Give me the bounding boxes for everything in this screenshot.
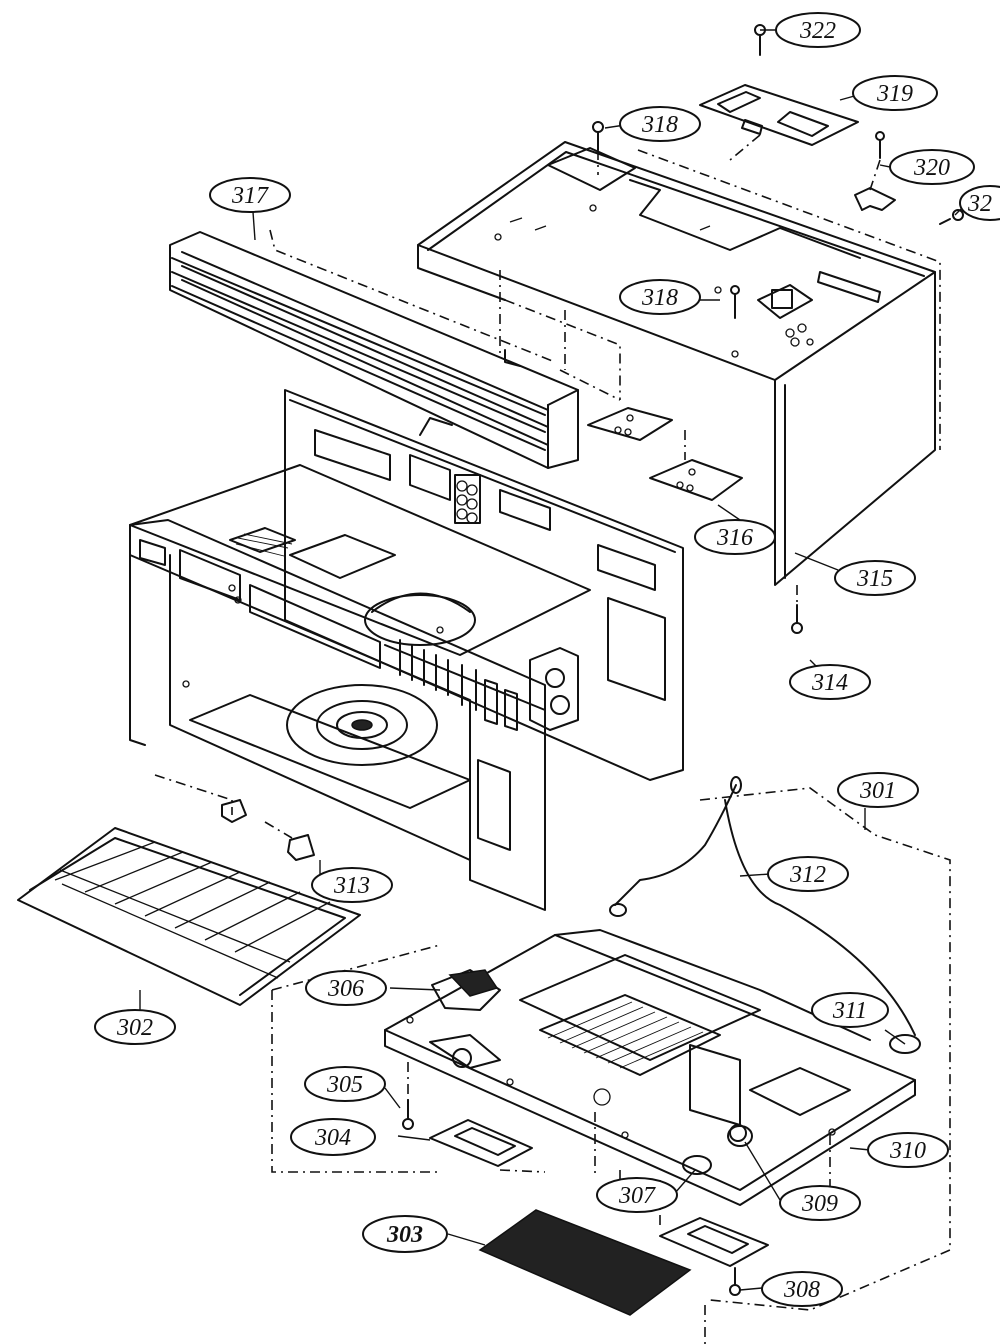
callout-322-text: 322 <box>799 18 836 44</box>
callout-303-text: 303 <box>386 1222 423 1248</box>
front-frame <box>129 519 546 911</box>
callout-308: 308 <box>761 1271 843 1307</box>
callout-309: 309 <box>779 1185 861 1221</box>
callout-310: 310 <box>867 1132 949 1168</box>
callout-315: 315 <box>834 560 916 596</box>
callout-312-text: 312 <box>789 862 826 888</box>
grease-filter-304 <box>429 1119 533 1167</box>
callout-304: 304 <box>290 1118 376 1156</box>
rear-panel <box>284 389 684 781</box>
charcoal-filter-303 <box>478 1209 692 1316</box>
callout-312: 312 <box>767 856 849 892</box>
callout-302: 302 <box>94 1009 176 1045</box>
callout-313-text: 313 <box>333 873 370 899</box>
callout-318b-text: 318 <box>641 285 678 311</box>
callout-306-text: 306 <box>327 976 364 1002</box>
callout-305-text: 305 <box>326 1072 363 1098</box>
screw-314 <box>791 604 803 634</box>
callout-317-text: 317 <box>231 183 269 209</box>
top-bracket-319 <box>699 84 859 146</box>
callout-306: 306 <box>305 970 387 1006</box>
mounting-plate-316b <box>649 459 743 501</box>
callout-318b: 318 <box>619 279 701 315</box>
cavity-floor <box>189 684 471 809</box>
callout-314: 314 <box>789 664 871 700</box>
callout-311: 311 <box>811 992 889 1028</box>
callout-316-text: 316 <box>716 525 753 551</box>
callout-301-text: 301 <box>859 778 896 804</box>
screws-318 <box>592 121 740 319</box>
callout-302-text: 302 <box>116 1015 153 1041</box>
dashed-assembly-lines <box>154 134 951 1344</box>
callout-316: 316 <box>694 519 776 555</box>
callout-311-text: 311 <box>832 998 867 1024</box>
callout-318a: 318 <box>619 106 701 142</box>
thermostat-307 <box>682 1155 712 1175</box>
callout-307: 307 <box>596 1177 678 1213</box>
callout-320-text: 320 <box>913 155 950 181</box>
callout-320: 320 <box>889 149 975 185</box>
sensor-311 <box>889 1034 921 1054</box>
wire-rack-302 <box>17 827 361 1006</box>
light-assembly-306 <box>429 969 501 1069</box>
front-grille-317 <box>169 231 579 469</box>
cavity-top <box>129 464 591 656</box>
screw-321 <box>939 209 964 225</box>
callout-301: 301 <box>837 772 919 808</box>
bracket-320 <box>854 131 896 211</box>
screw-305 <box>402 1099 414 1130</box>
callout-319-text: 319 <box>876 81 913 107</box>
callout-315-text: 315 <box>856 566 893 592</box>
callout-303: 303 <box>362 1215 448 1253</box>
callout-314-text: 314 <box>811 670 848 696</box>
screw-308 <box>729 1267 741 1296</box>
turntable-motor-area <box>364 592 476 646</box>
callout-308-text: 308 <box>783 1277 820 1303</box>
grease-filter-308 <box>659 1217 769 1267</box>
callout-310-text: 310 <box>889 1138 926 1164</box>
callout-309-text: 309 <box>801 1191 838 1217</box>
callout-317: 317 <box>209 177 291 213</box>
callout-322: 322 <box>775 12 861 48</box>
callout-318a-text: 318 <box>641 112 678 138</box>
callout-313: 313 <box>311 867 393 903</box>
outer-case-315 <box>417 141 936 586</box>
callout-319: 319 <box>852 75 938 111</box>
callout-304-text: 304 <box>314 1125 351 1151</box>
callout-305: 305 <box>304 1066 386 1102</box>
mounting-plate-316a <box>587 407 673 441</box>
leader-lines <box>139 29 966 1291</box>
callout-321-text: 32 <box>967 191 992 217</box>
callout-307-text: 307 <box>618 1183 656 1209</box>
base-plate-310 <box>384 929 916 1206</box>
callout-321: 32 <box>959 185 1000 221</box>
magnetron-motor <box>529 647 579 731</box>
clips <box>221 799 315 861</box>
wire-harness-312 <box>609 776 916 1036</box>
thermostat-309 <box>727 1125 753 1147</box>
